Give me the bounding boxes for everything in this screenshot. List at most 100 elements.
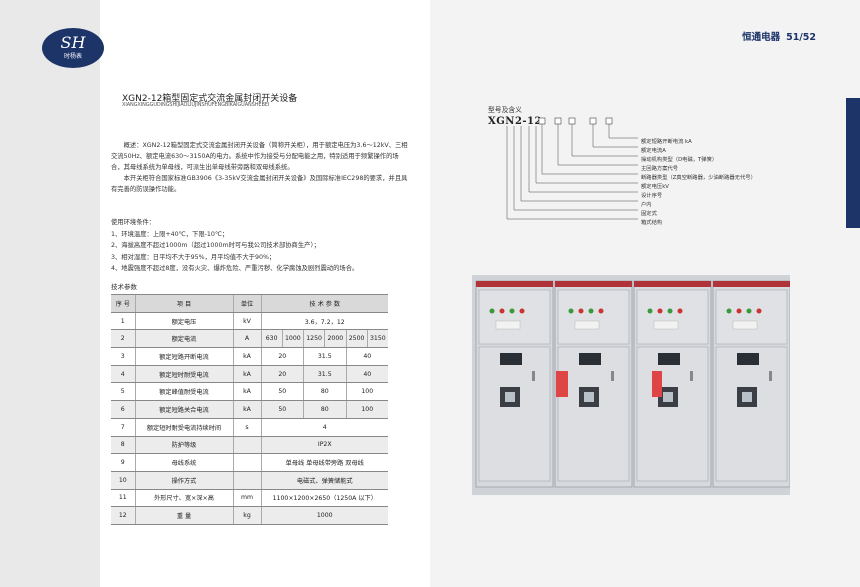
legend-line xyxy=(506,126,638,220)
warning-panel xyxy=(652,371,662,397)
value-item: 31.5 xyxy=(303,348,346,365)
header-unit: 单位 xyxy=(232,294,261,313)
cell-no: 7 xyxy=(111,417,135,437)
indicator-light xyxy=(509,308,515,314)
instrument-door xyxy=(636,289,709,345)
legend-item: 设计序号 xyxy=(641,193,663,199)
logo-sub: 时杨表 xyxy=(63,53,82,60)
company-logo: SH 时杨表 xyxy=(42,28,104,68)
window-glass xyxy=(663,392,673,402)
legend-line xyxy=(520,126,638,202)
cell-values: 电磁式、弹簧储能式 xyxy=(260,470,388,490)
value-item: 31.5 xyxy=(303,366,346,382)
cell-unit: s xyxy=(232,417,261,437)
model-label: 型号及含义 xyxy=(488,106,522,114)
cell-no: 1 xyxy=(111,311,135,331)
door-handle xyxy=(611,371,614,381)
value-item: 1250 xyxy=(303,330,324,347)
indicator-light xyxy=(677,308,683,314)
main-door xyxy=(478,346,551,482)
brand-name: 恒通电器 xyxy=(742,32,781,43)
cabinet-top-strip xyxy=(476,281,553,287)
description: 概述：XGN2-12箱型固定式交流金属封闭开关设备（简称开关柜），用于额定电压为… xyxy=(111,140,411,195)
indicator-light xyxy=(519,308,525,314)
cell-no: 3 xyxy=(111,347,135,366)
window-glass xyxy=(742,392,752,402)
model-diagram xyxy=(506,117,638,220)
cell-no: 5 xyxy=(111,382,135,402)
cell-values: 1100×1200×2650（1250A 以下） xyxy=(260,488,388,508)
description-paragraph: 本开关柜符合国家标准GB3906《3-35kV交流金属封闭开关设备》及国际标准I… xyxy=(111,175,408,193)
legend-line xyxy=(592,124,638,148)
indicator-light xyxy=(598,308,604,314)
left-band xyxy=(0,0,100,587)
legend-item: 额定短路开断电流 kA xyxy=(641,139,692,145)
section-title: XGN2-12箱型固定式交流金属封闭开关设备 xyxy=(122,94,298,104)
side-tab xyxy=(846,98,860,228)
cell-unit: kA xyxy=(232,347,261,366)
door-handle xyxy=(690,371,693,381)
cell-values: 1000 xyxy=(260,506,388,525)
value-item: 1000 xyxy=(281,330,303,347)
value-item: 630 xyxy=(265,335,278,343)
cell-item: 额定电流 xyxy=(134,329,233,349)
value-item: 80 xyxy=(303,401,346,418)
cell-no: 9 xyxy=(111,453,135,472)
display-screen xyxy=(658,353,680,365)
legend-item: 主回路方案代号 xyxy=(641,166,679,172)
header-values: 技 术 参 数 xyxy=(260,294,388,313)
window-glass xyxy=(505,392,515,402)
section-subtitle: XIANGXINGGUDINGSHIJIAOLIUJINSHUFENGBIKAI… xyxy=(122,102,270,108)
code-box xyxy=(589,117,597,125)
cell-item: 额定短时耐受电流 xyxy=(134,364,233,384)
cell-item: 额定短路关合电流 xyxy=(134,400,233,419)
indicator-light xyxy=(667,308,673,314)
params-label: 技术参数 xyxy=(111,283,137,291)
cell-no: 10 xyxy=(111,470,135,490)
value-item: 100 xyxy=(345,383,389,400)
cell-no: 4 xyxy=(111,364,135,384)
code-box xyxy=(538,117,546,125)
meter-panel xyxy=(653,320,679,330)
environment-heading: 使用环境条件： xyxy=(111,219,156,226)
indicator-light xyxy=(746,308,752,314)
switchgear-photo xyxy=(472,275,790,495)
indicator-light xyxy=(736,308,742,314)
code-box xyxy=(605,117,613,125)
cell-unit: mm xyxy=(232,488,261,508)
cell-unit: A xyxy=(232,329,261,349)
brand-header: 恒通电器 51/52 xyxy=(742,29,816,43)
cell-unit xyxy=(232,453,261,472)
page-number: 51/52 xyxy=(786,32,816,43)
environment-conditions: 使用环境条件： 1、环境温度：上限+40℃，下限-10℃； 2、海拔高度不超过1… xyxy=(111,217,431,275)
indicator-light xyxy=(726,308,732,314)
cabinet-top-strip xyxy=(713,281,790,287)
value-item: 40 xyxy=(345,366,389,382)
value-item: 100 xyxy=(345,401,389,418)
meter-panel xyxy=(732,320,758,330)
legend-item: 箱式结构 xyxy=(641,220,663,226)
legend-line xyxy=(513,126,638,211)
environment-item: 3、相对湿度：日平均不大于95%，月平均值不大于90%； xyxy=(111,253,276,261)
cell-item: 母线系统 xyxy=(134,453,233,472)
cell-values: IP2X xyxy=(260,435,388,455)
header-no: 序 号 xyxy=(111,294,135,313)
main-door xyxy=(557,346,630,482)
table-header-row: 序 号 项 目 单位 技 术 参 数 xyxy=(111,294,388,313)
door-handle xyxy=(769,371,772,381)
cell-unit: kV xyxy=(232,311,261,331)
cell-unit xyxy=(232,435,261,455)
